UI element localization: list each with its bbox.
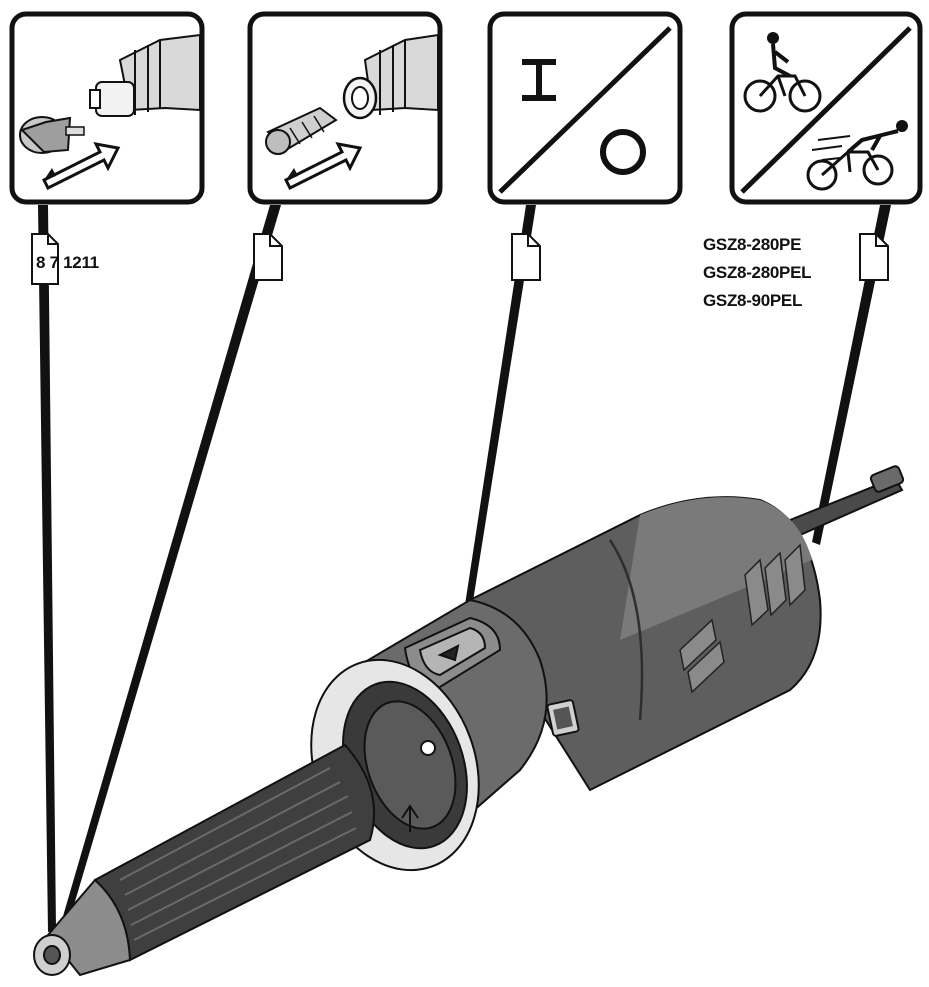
speed-selection-cyclist-icon bbox=[740, 26, 912, 194]
panel-mounted-point bbox=[9, 11, 205, 205]
panel-speed-selection bbox=[729, 11, 923, 205]
leader-line-panel-1 bbox=[38, 205, 56, 932]
document-icon-4 bbox=[859, 233, 889, 281]
leader-lines bbox=[38, 205, 891, 932]
collet-change-icon bbox=[265, 33, 439, 191]
straight-grinder-illustration bbox=[33, 465, 905, 977]
leader-line-panel-2 bbox=[59, 205, 281, 932]
accessory-part-number: 8 7 1211 bbox=[36, 253, 99, 272]
document-icon-3 bbox=[511, 233, 541, 281]
mounted-point-change-icon bbox=[19, 33, 201, 191]
model-variant-list: GSZ8-280PE GSZ8-280PEL GSZ8-90PEL bbox=[703, 235, 812, 310]
model-variant: GSZ8-280PE bbox=[703, 235, 801, 254]
leader-line-panel-3 bbox=[463, 205, 536, 620]
on-off-switch bbox=[403, 616, 502, 692]
panel-on-off-switch bbox=[487, 11, 683, 205]
panel-collet bbox=[247, 11, 443, 205]
document-icon-2 bbox=[253, 233, 283, 281]
model-variant: GSZ8-280PEL bbox=[703, 263, 811, 282]
air-vents bbox=[679, 543, 806, 694]
document-icon-1 bbox=[31, 233, 59, 285]
grip-ribs bbox=[119, 767, 357, 941]
model-variant: GSZ8-90PEL bbox=[703, 291, 802, 310]
on-off-switch-icon bbox=[498, 26, 672, 194]
leader-line-panel-4 bbox=[812, 205, 891, 545]
grip bbox=[93, 743, 376, 962]
